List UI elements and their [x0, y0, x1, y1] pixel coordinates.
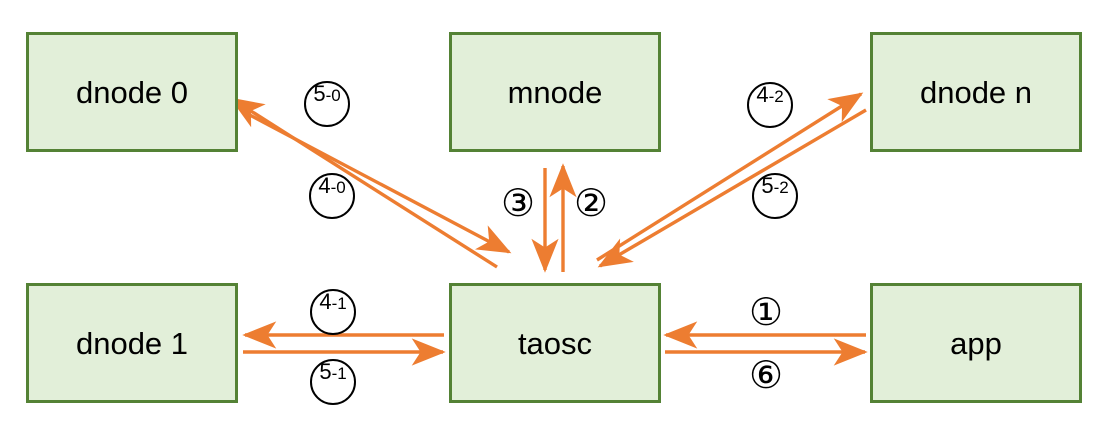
step-label-3: ③	[500, 181, 536, 225]
edge-label-4-0: 4 -0	[309, 173, 355, 219]
edge-label-5-2-suffix: -2	[773, 178, 789, 197]
edge-label-5-1-suffix: -1	[331, 364, 347, 383]
edge-label-5-2-main: 5	[761, 173, 774, 198]
node-dnode0[interactable]: dnode 0	[26, 32, 238, 152]
step-label-6: ⑥	[748, 353, 784, 397]
edge-label-5-2: 5 -2	[752, 173, 798, 219]
edge-label-5-1-main: 5	[319, 359, 332, 384]
node-dnode0-label: dnode 0	[75, 74, 189, 110]
edge-label-4-0-main: 4	[318, 173, 331, 198]
edge-label-4-2-main: 4	[756, 82, 769, 107]
node-dnode1[interactable]: dnode 1	[26, 283, 238, 403]
node-app[interactable]: app	[870, 283, 1082, 403]
node-mnode[interactable]: mnode	[449, 32, 661, 152]
node-taosc[interactable]: taosc	[449, 283, 661, 403]
node-mnode-label: mnode	[507, 74, 603, 110]
step-label-2: ②	[573, 181, 609, 225]
edge-label-4-1-suffix: -1	[331, 294, 347, 313]
edge-label-5-0-suffix: -0	[325, 86, 341, 105]
node-dnode1-label: dnode 1	[75, 325, 189, 361]
edge-label-4-2-suffix: -2	[768, 87, 784, 106]
step-label-1: ①	[748, 290, 784, 334]
node-taosc-label: taosc	[517, 325, 593, 361]
edge-label-4-1: 4 -1	[310, 289, 356, 335]
edge-label-4-1-main: 4	[319, 289, 332, 314]
edge-label-4-2: 4 -2	[747, 82, 793, 128]
node-dnoden-label: dnode n	[919, 74, 1033, 110]
node-app-label: app	[950, 325, 1002, 361]
edge-label-5-0: 5 -0	[304, 81, 350, 127]
edge-label-5-1: 5 -1	[310, 359, 356, 405]
edge-label-4-0-suffix: -0	[330, 178, 346, 197]
edge-label-5-0-main: 5	[313, 81, 326, 106]
node-dnoden[interactable]: dnode n	[870, 32, 1082, 152]
